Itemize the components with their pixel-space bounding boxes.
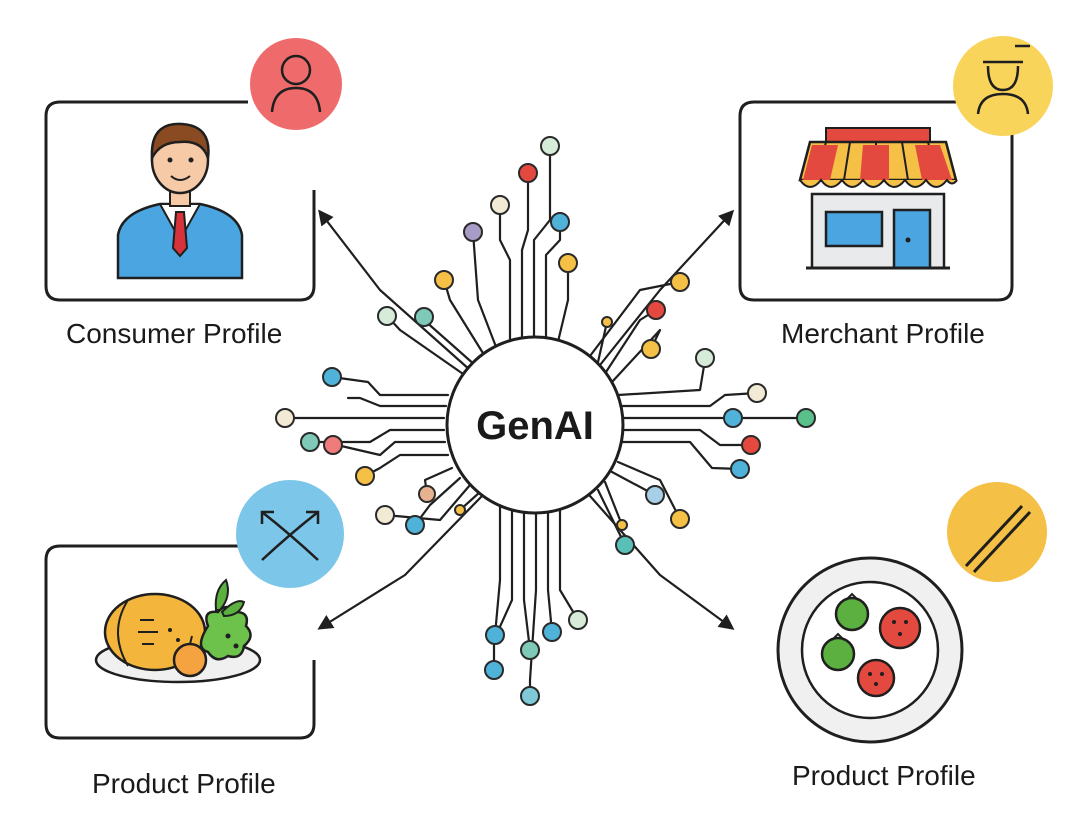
circuit-trace [492,506,514,672]
circuit-dot [568,610,588,630]
circuit-dot [355,466,375,486]
circuit-trace [346,396,448,408]
circuit-trace [383,483,472,522]
circuit-dot [670,509,690,529]
circuit-dot [540,136,560,156]
circuit-dot [520,686,540,706]
circuit-dot [414,307,434,327]
circuit-dot [641,339,661,359]
circuit-trace [442,278,488,360]
crossed-arrows-icon [236,480,344,588]
circuit-trace [532,144,552,345]
fruit-plate-icon [776,556,964,744]
circuit-dots [275,136,816,706]
circuit-trace [498,203,512,352]
user-icon [250,38,342,130]
circuit-dot [741,435,761,455]
merchant-card [738,36,1053,302]
circuit-dot [485,625,505,645]
consumer-card [44,38,342,302]
circuit-trace [544,220,562,348]
circuit-trace [603,480,624,527]
circuit-dot [322,367,342,387]
circuit-trace [363,453,450,478]
circuit-dot [747,383,767,403]
genai-hub: GenAI [445,335,625,515]
merchant-profile-label: Merchant Profile [781,318,985,349]
product-right-card [776,482,1047,744]
circuit-dot [300,432,320,452]
circuit-dot [463,222,483,242]
circuit-trace [598,209,735,367]
circuit-dot [542,622,562,642]
circuit-dot [518,163,538,183]
circuit-trace [330,375,450,397]
circuit-dot [723,408,743,428]
circuit-trace [528,506,538,698]
circuit-dot [695,348,715,368]
product-profile-left-label: Product Profile [92,768,276,799]
circuit-trace [554,261,570,352]
circuit-dot [520,640,540,660]
circuit-dot [670,272,690,292]
consumer-profile-label: Consumer Profile [66,318,283,349]
food-plate-icon [94,578,262,684]
circuit-trace [596,320,609,364]
circuit-trace [588,280,682,358]
chopsticks-icon [947,482,1047,582]
circuit-dot [490,195,510,215]
circuit-trace [558,500,580,622]
circuit-trace [317,494,484,630]
circuit-trace [520,171,530,347]
circuit-trace [422,315,478,368]
circuit-dot [484,660,504,680]
circuit-dot [558,253,578,273]
consumer-person-icon [116,122,244,280]
circuit-dot [405,515,425,535]
circuit-dot [601,316,613,328]
circuit-dot [615,535,635,555]
circuit-trace [620,391,759,408]
circuit-trace [318,209,472,372]
circuit-dot [796,408,816,428]
circuit-trace [546,504,554,634]
circuit-trace [616,460,682,521]
circuit-dot [730,459,750,479]
hub-label: GenAI [476,404,594,448]
circuit-trace [493,503,502,637]
product-left-card [44,480,344,740]
circuit-dot [646,300,666,320]
circuit-trace [620,440,742,471]
circuit-dot [550,212,570,232]
product-profile-right-label: Product Profile [792,760,976,791]
circuit-trace [616,358,707,397]
circuit-dot [375,505,395,525]
circuit-trace [335,440,447,457]
storefront-icon [798,127,958,270]
circuit-trace [596,488,627,547]
circuit-dot [275,408,295,428]
merchant-user-icon [953,36,1053,136]
circuit-dot [323,435,343,455]
circuit-dot [454,504,466,516]
circuit-dot [418,485,436,503]
circuit-dot [434,270,454,290]
circuit-dot [616,519,628,531]
circuit-trace [522,508,532,652]
circuit-dot [645,485,665,505]
circuit-dot [377,306,397,326]
circuit-trace [471,230,500,354]
circuit-trace [622,428,753,447]
